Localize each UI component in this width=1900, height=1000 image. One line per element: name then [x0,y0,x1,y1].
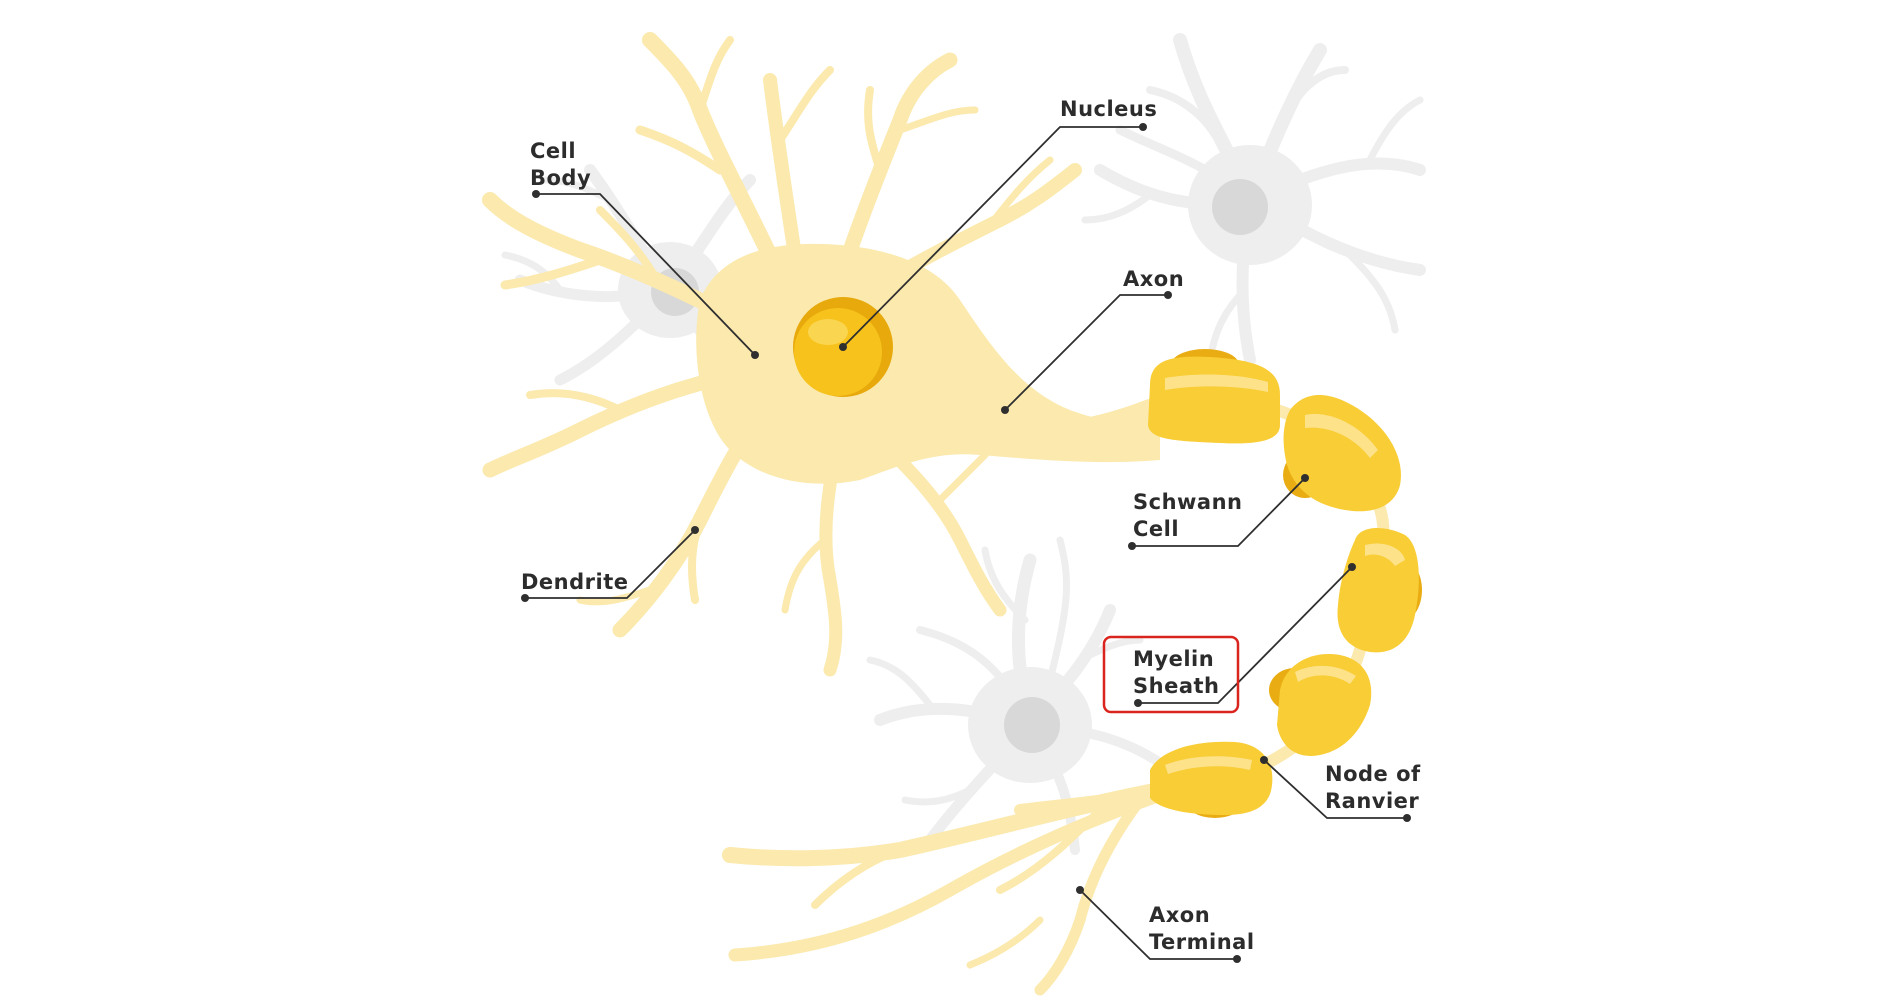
myelin-segment [1269,654,1372,756]
axon-leader [1004,294,1168,411]
myelin-segment [1150,741,1273,818]
schwann-cell-dot-label [1128,542,1136,550]
nucleus-leader [842,126,1143,348]
schwann-cell-label: Schwann Cell [1133,490,1250,541]
axon-terminal-leader [1079,889,1237,960]
cell-body-leader [536,193,756,356]
myelin-sheath-highlight-box [1102,635,1240,714]
cell-body [696,243,1160,484]
dendrite-dot-label [521,594,529,602]
axon-terminal-dot-target [1076,886,1084,894]
schwann-cell-dot-target [1301,474,1309,482]
leader-lines [525,126,1407,960]
axon-dot-target [1001,406,1009,414]
background-neuron-lower [866,536,1175,855]
cell-body-dot-label [532,190,540,198]
nucleus-label: Nucleus [1060,97,1157,121]
axon-label: Axon [1123,267,1184,291]
main-neuron [482,32,1390,996]
node-of-ranvier-dot-target [1260,756,1268,764]
axon-terminal-dot-label [1233,955,1241,963]
node-of-ranvier-leader [1263,759,1407,819]
background-neuron-upper-right [1081,33,1426,366]
leader-dots [521,123,1411,963]
schwann-cell-leader [1132,477,1306,547]
myelin-sheath-dot-label [1134,699,1142,707]
myelin-segment [1337,528,1422,653]
myelin-sheath-label: Myelin Sheath [1133,647,1222,698]
cell-body-label: Cell Body [530,139,591,190]
axon-terminal-label: Axon Terminal [1149,903,1255,954]
myelin-sheath-leader [1138,566,1353,704]
cell-body-dot-target [751,351,759,359]
node-of-ranvier-dot-label [1403,814,1411,822]
labels: Cell Body Nucleus Axon Schwann Cell Dend… [521,97,1428,954]
myelin-sheath [1148,349,1422,818]
myelin-segment [1148,349,1280,444]
myelin-sheath-dot-target [1348,563,1356,571]
axon-dot-label [1164,291,1172,299]
dendrite-label: Dendrite [521,570,629,594]
background-nucleus [1212,179,1268,235]
nucleus-dot-label [1139,123,1147,131]
nucleus-highlight [808,319,848,345]
axon [969,399,1161,451]
dendrite-dot-target [691,526,699,534]
node-of-ranvier-label: Node of Ranvier [1325,762,1428,813]
dendrite-leader [525,529,696,599]
nucleus-dot-target [839,343,847,351]
axon-terminal-branches [722,782,1168,996]
